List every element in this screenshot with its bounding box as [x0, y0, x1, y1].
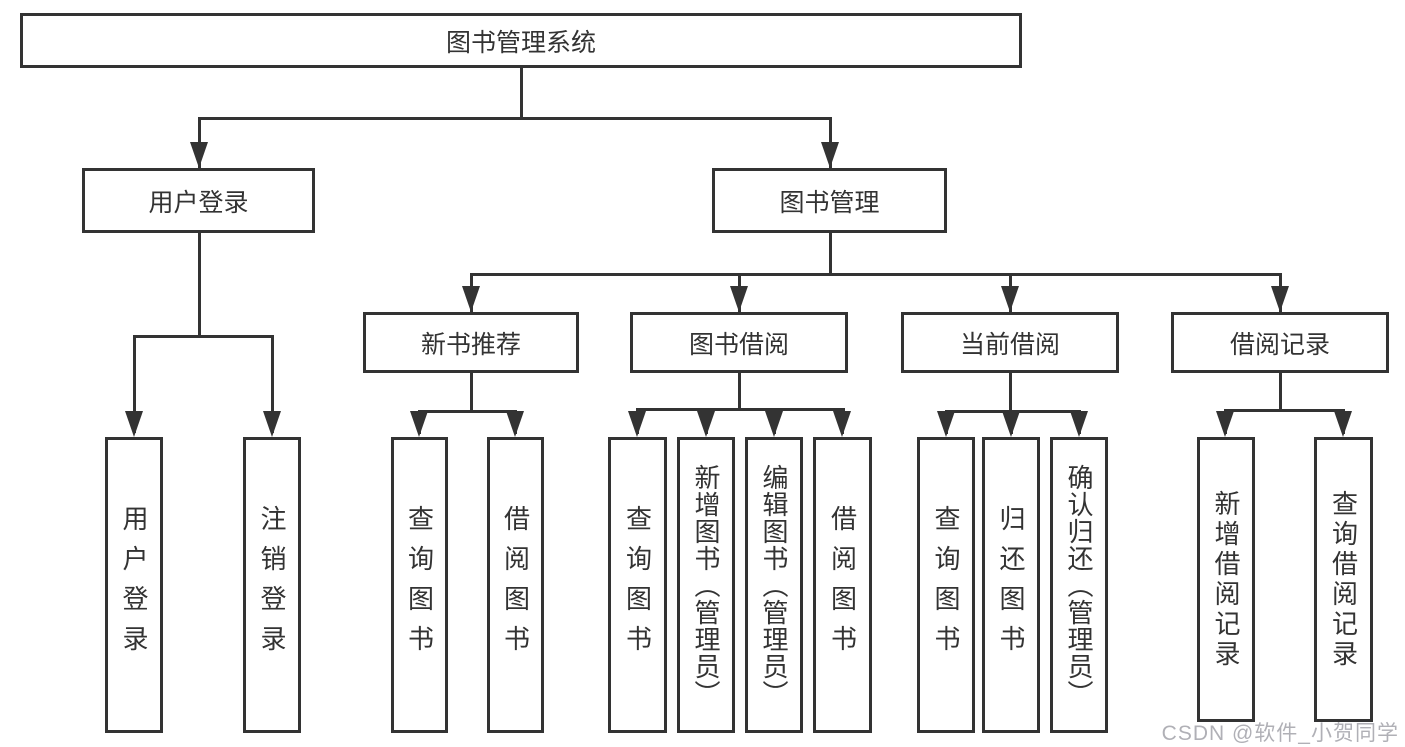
- leaf-add-books-admin: 新增图书（管理员）: [677, 437, 735, 733]
- connector-login-rail: [132, 335, 274, 338]
- node-user-login: 用户登录: [82, 168, 315, 233]
- leaf-label: 查询借阅记录: [1328, 489, 1359, 670]
- arrow-down-icon: [1070, 411, 1088, 437]
- arrow-down-icon: [628, 411, 646, 437]
- node-current-borrow: 当前借阅: [901, 312, 1119, 373]
- connector-newbooks-stub: [469, 373, 473, 410]
- leaf-label: 用户登录: [119, 505, 149, 665]
- node-label: 当前借阅: [959, 330, 1060, 359]
- connector-current-stub: [1008, 373, 1012, 410]
- leaf-label: 新增借阅记录: [1211, 489, 1241, 670]
- leaf-borrow-books: 借阅图书: [813, 437, 872, 733]
- node-label: 用户登录: [148, 188, 249, 217]
- leaf-query-books: 查询图书: [917, 437, 975, 733]
- connector-mgmt-stub: [828, 233, 832, 273]
- leaf-label: 借阅图书: [500, 505, 531, 665]
- leaf-label: 注销登录: [257, 505, 287, 665]
- leaf-label: 查询图书: [404, 505, 435, 665]
- arrow-down-icon: [506, 411, 524, 437]
- node-label: 图书管理: [779, 188, 880, 217]
- arrow-down-icon: [410, 411, 428, 437]
- leaf-label: 新增图书（管理员）: [691, 463, 721, 707]
- arrow-down-icon: [833, 411, 851, 437]
- arrow-down-icon: [730, 286, 748, 312]
- connector-records-stub: [1278, 373, 1282, 409]
- leaf-label: 编辑图书（管理员）: [759, 463, 789, 707]
- arrow-down-icon: [1001, 286, 1019, 312]
- connector-login-stub: [197, 233, 201, 335]
- leaf-query-books: 查询图书: [608, 437, 667, 733]
- leaf-user-login: 用户登录: [105, 437, 163, 733]
- leaf-confirm-return-admin: 确认归还（管理员）: [1050, 437, 1108, 733]
- arrow-down-icon: [1334, 411, 1352, 437]
- connector-login-child1: [132, 335, 136, 433]
- leaf-return-books: 归还图书: [982, 437, 1040, 733]
- node-label: 新书推荐: [420, 330, 521, 359]
- arrow-down-icon: [765, 411, 783, 437]
- node-label: 图书管理系统: [445, 28, 596, 57]
- leaf-logout: 注销登录: [243, 437, 301, 733]
- csdn-watermark: CSDN @软件_小贺同学: [1161, 722, 1399, 745]
- leaf-query-books: 查询图书: [391, 437, 448, 733]
- leaf-label: 确认归还（管理员）: [1064, 463, 1094, 707]
- node-borrow-records: 借阅记录: [1171, 312, 1389, 373]
- arrow-down-icon: [1002, 411, 1020, 437]
- connector-level1-rail: [197, 117, 832, 120]
- connector-records-rail: [1223, 409, 1345, 412]
- arrow-down-icon: [1216, 411, 1234, 437]
- node-library-management-system: 图书管理系统: [20, 13, 1022, 68]
- connector-borrow-rail: [635, 408, 845, 411]
- arrow-down-icon: [1271, 286, 1289, 312]
- leaf-add-borrow-record: 新增借阅记录: [1197, 437, 1255, 722]
- connector-login-child2: [270, 335, 274, 433]
- leaf-label: 查询图书: [622, 505, 653, 665]
- arrow-down-icon: [821, 142, 839, 168]
- arrow-down-icon: [263, 411, 281, 437]
- connector-level2-rail: [469, 273, 1282, 276]
- node-book-borrow: 图书借阅: [630, 312, 848, 373]
- node-label: 图书借阅: [688, 330, 789, 359]
- leaf-label: 借阅图书: [827, 505, 858, 665]
- arrow-down-icon: [190, 142, 208, 168]
- leaf-query-borrow-record: 查询借阅记录: [1314, 437, 1373, 722]
- arrow-down-icon: [937, 411, 955, 437]
- connector-borrow-stub: [737, 373, 741, 408]
- connector-newbooks-rail: [417, 410, 517, 413]
- connector-root-stub: [519, 68, 523, 117]
- leaf-borrow-books: 借阅图书: [487, 437, 544, 733]
- node-new-book-recommend: 新书推荐: [363, 312, 579, 373]
- leaf-edit-books-admin: 编辑图书（管理员）: [745, 437, 803, 733]
- node-book-management: 图书管理: [712, 168, 947, 233]
- arrow-down-icon: [697, 411, 715, 437]
- leaf-label: 查询图书: [931, 505, 961, 665]
- node-label: 借阅记录: [1229, 330, 1330, 359]
- arrow-down-icon: [125, 411, 143, 437]
- leaf-label: 归还图书: [996, 505, 1026, 665]
- arrow-down-icon: [462, 286, 480, 312]
